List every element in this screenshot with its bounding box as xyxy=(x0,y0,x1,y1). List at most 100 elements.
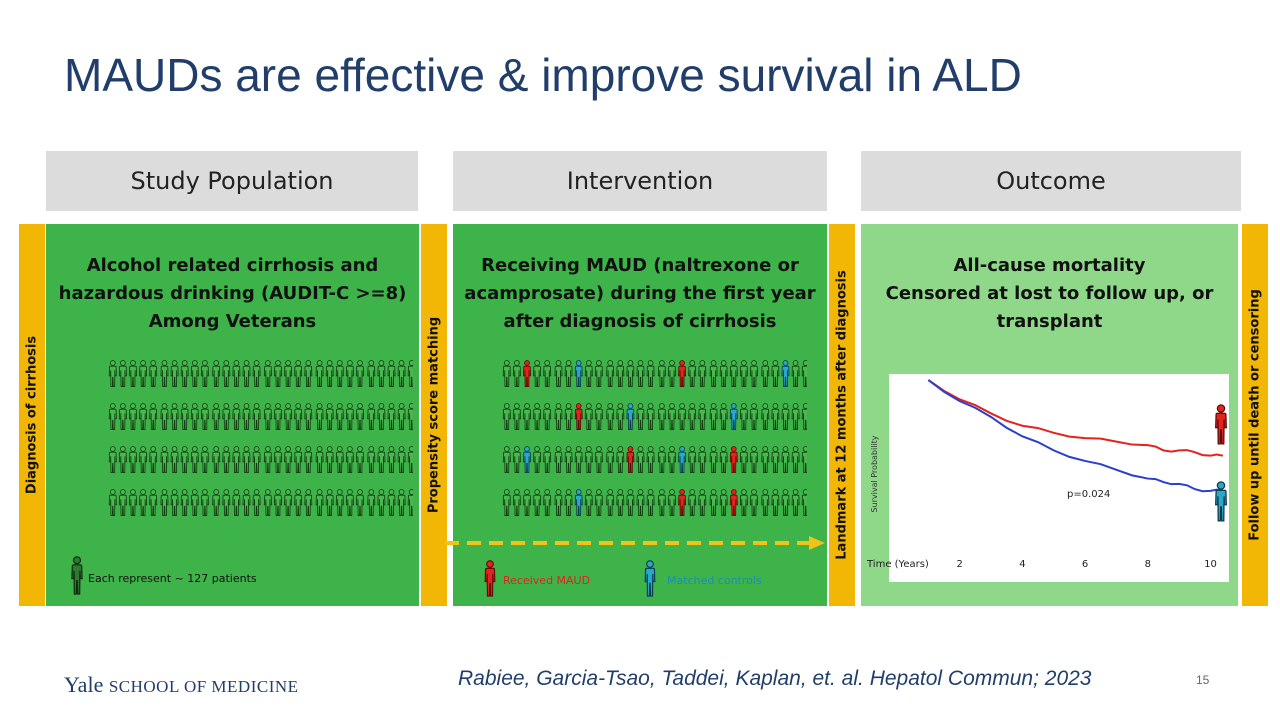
person-icon xyxy=(170,489,179,517)
person-icon xyxy=(160,360,169,388)
person-icon xyxy=(781,489,790,517)
control-survival-line xyxy=(927,379,1224,493)
person-icon xyxy=(626,446,635,474)
person-icon xyxy=(180,360,189,388)
person-icon xyxy=(367,360,376,388)
person-icon xyxy=(801,489,807,517)
person-legend-icon xyxy=(70,556,84,596)
person-icon xyxy=(698,403,707,431)
maud-survival-line xyxy=(927,379,1224,457)
person-icon xyxy=(263,403,272,431)
person-icon xyxy=(626,360,635,388)
person-icon xyxy=(761,403,770,431)
person-icon xyxy=(554,403,563,431)
person-icon xyxy=(739,403,748,431)
propensity-label: Propensity score matching xyxy=(426,316,442,514)
outcome-panel: All-cause mortality Censored at lost to … xyxy=(861,224,1238,606)
person-icon xyxy=(128,446,138,474)
received-maud-legend: Received MAUD xyxy=(503,574,591,587)
person-icon xyxy=(222,403,231,431)
person-icon xyxy=(584,446,593,474)
person-icon xyxy=(698,489,707,517)
yale-logo: Yale SCHOOL OF MEDICINE xyxy=(64,672,299,698)
person-icon xyxy=(688,489,697,517)
header-outcome: Outcome xyxy=(861,151,1241,211)
person-icon xyxy=(646,489,655,517)
person-icon xyxy=(761,360,770,388)
person-icon xyxy=(709,403,718,431)
person-icon xyxy=(170,403,179,431)
landmark-arrow xyxy=(445,536,825,550)
person-icon xyxy=(594,446,603,474)
person-icon xyxy=(554,360,563,388)
person-icon xyxy=(355,446,365,474)
person-icon xyxy=(200,403,209,431)
person-icon xyxy=(667,446,677,474)
person-icon xyxy=(128,360,138,388)
person-icon xyxy=(407,446,413,474)
person-icon xyxy=(377,489,386,517)
person-icon xyxy=(533,489,542,517)
citation: Rabiee, Garcia-Tsao, Taddei, Kaplan, et.… xyxy=(458,667,1092,690)
person-icon xyxy=(584,403,593,431)
study-population-people-grid xyxy=(108,360,413,517)
person-icon xyxy=(749,360,759,388)
person-icon xyxy=(232,403,241,431)
person-icon xyxy=(698,360,707,388)
person-icon xyxy=(636,446,645,474)
person-icon xyxy=(190,403,199,431)
person-icon xyxy=(554,446,563,474)
person-icon xyxy=(574,446,583,474)
person-icon xyxy=(284,489,293,517)
person-icon xyxy=(709,489,718,517)
person-icon xyxy=(719,360,728,388)
person-icon xyxy=(522,489,532,517)
person-icon xyxy=(801,360,807,388)
person-icon xyxy=(242,403,251,431)
person-icon xyxy=(616,403,625,431)
person-icon xyxy=(304,403,313,431)
x-tick-label: 6 xyxy=(1082,559,1088,570)
page-number: 15 xyxy=(1196,673,1210,687)
received-maud-icon xyxy=(483,560,497,598)
person-icon xyxy=(646,446,655,474)
person-icon xyxy=(325,489,334,517)
person-icon xyxy=(771,446,780,474)
follow-up-label: Follow up until death or censoring xyxy=(1247,289,1263,541)
person-icon xyxy=(657,489,666,517)
person-icon xyxy=(212,403,221,431)
person-icon xyxy=(771,489,780,517)
x-axis-label: Time (Years) xyxy=(866,559,929,570)
person-icon xyxy=(688,403,697,431)
person-icon xyxy=(242,360,251,388)
person-icon xyxy=(761,489,770,517)
person-icon xyxy=(564,489,573,517)
person-icon xyxy=(512,403,521,431)
person-icon xyxy=(749,489,759,517)
person-icon xyxy=(749,403,759,431)
header-intervention: Intervention xyxy=(453,151,827,211)
person-icon xyxy=(232,360,241,388)
person-icon xyxy=(294,403,303,431)
person-icon xyxy=(397,403,406,431)
person-icon xyxy=(688,446,697,474)
survival-chart: Survival Probability Time (Years) p=0.02… xyxy=(866,374,1229,582)
person-icon xyxy=(678,360,687,388)
landmark-bar: Landmark at 12 months after diagnosis xyxy=(829,224,855,606)
person-icon xyxy=(315,489,324,517)
chart-plot-area xyxy=(889,374,1229,582)
person-icon xyxy=(584,489,593,517)
person-icon xyxy=(367,489,376,517)
person-icon xyxy=(533,403,542,431)
person-icon xyxy=(149,360,158,388)
person-icon xyxy=(667,360,677,388)
person-icon xyxy=(606,446,615,474)
person-icon xyxy=(667,403,677,431)
person-icon xyxy=(377,403,386,431)
intervention-line-2: acamprosate) during the first year xyxy=(464,283,816,304)
person-icon xyxy=(160,489,169,517)
person-icon xyxy=(522,403,532,431)
person-icon xyxy=(729,360,738,388)
person-icon xyxy=(698,446,707,474)
person-icon xyxy=(502,489,511,517)
